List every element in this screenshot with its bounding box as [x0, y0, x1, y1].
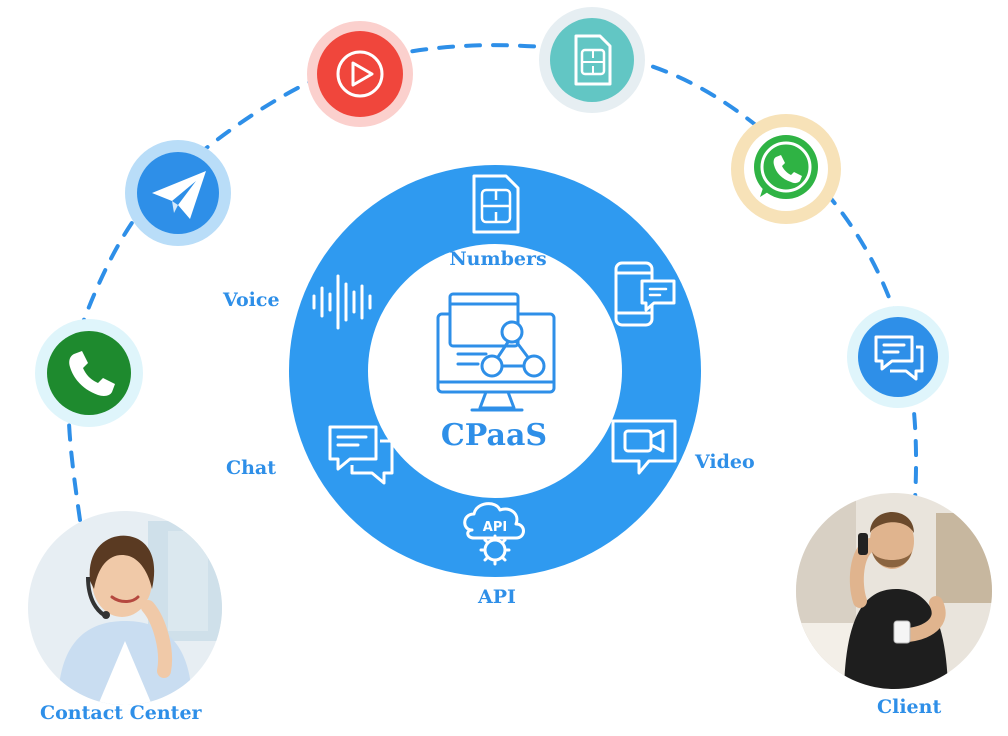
numbers-label: Numbers [449, 248, 547, 270]
chat-bubbles-icon [846, 305, 950, 409]
api-gear-icon: API [458, 500, 532, 568]
telegram-icon [124, 139, 232, 247]
client-label: Client [877, 696, 942, 718]
voice-label: Voice [223, 289, 280, 311]
contact-center-photo [28, 511, 222, 705]
computer-network-icon [436, 292, 558, 416]
voice-wave-icon [309, 270, 375, 334]
cpaas-title: CPaaS [440, 418, 548, 453]
contact-center-label: Contact Center [40, 702, 202, 724]
whatsapp-icon [730, 113, 842, 225]
chat-label: Chat [226, 457, 277, 479]
api-icon-text: API [483, 520, 507, 535]
chat-icon [326, 423, 396, 491]
video-call-icon [609, 417, 679, 479]
phone-icon [34, 318, 144, 428]
video-label: Video [695, 451, 755, 473]
client-photo [796, 493, 992, 689]
sim-card-icon [468, 172, 524, 236]
api-label: API [478, 586, 516, 608]
youtube-icon [306, 20, 414, 128]
sim-card-icon [538, 6, 646, 114]
sms-phone-icon [612, 259, 678, 329]
